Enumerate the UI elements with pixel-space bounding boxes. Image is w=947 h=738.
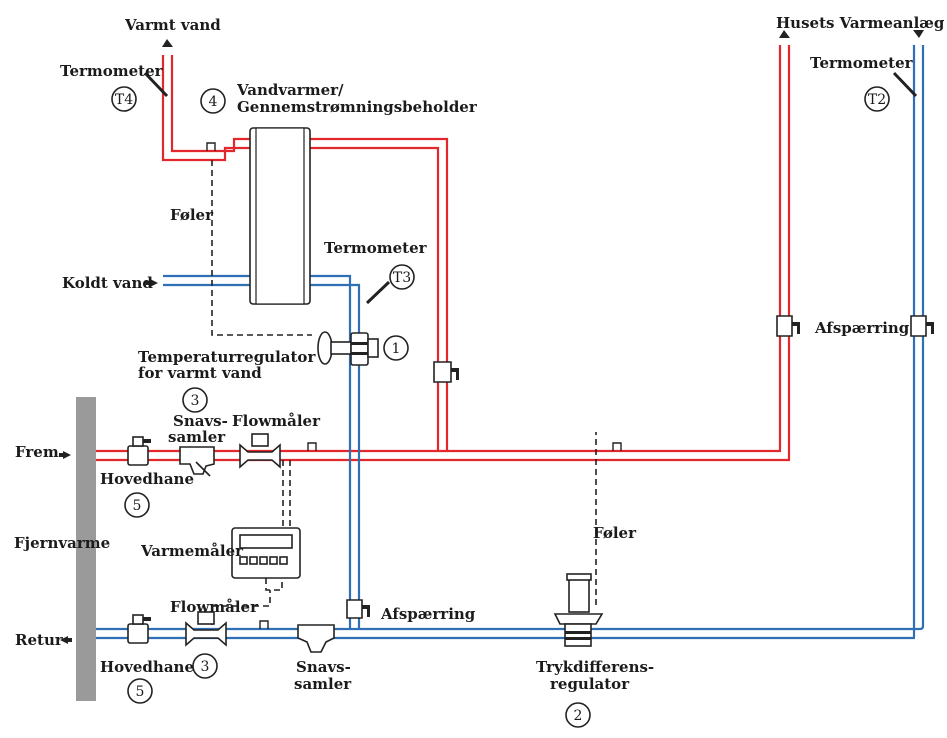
flow-arrows: [59, 30, 924, 644]
label-vandvarmer-2: Gennemstrømningsbeholder: [237, 98, 478, 116]
marker-t2-text: T2: [868, 92, 886, 108]
label-fjernvarme: Fjernvarme: [14, 534, 110, 552]
flow-meter-supply: [239, 433, 281, 469]
marker-t4-text: T4: [115, 92, 133, 108]
arrow-right-icon: [150, 279, 158, 287]
label-foler-right: Føler: [593, 524, 637, 542]
temperature-regulator: [317, 331, 379, 366]
marker-5-bottom: [127, 678, 153, 704]
arrow-down-icon: [913, 30, 924, 38]
marker-3-top-text: 3: [191, 393, 200, 409]
marker-4-text: 4: [209, 94, 218, 110]
label-snavssamler-top-2: samler: [168, 428, 226, 446]
label-trykdifferens-2: regulator: [550, 675, 630, 693]
marker-t3-text: T3: [393, 270, 411, 286]
label-snavssamler-bottom-2: samler: [294, 675, 352, 693]
label-hovedhane-top: Hovedhane: [100, 470, 194, 488]
marker-t4: [111, 86, 137, 112]
arrow-up-icon: [162, 39, 173, 47]
shutoff-valve-return-mid: [346, 599, 370, 619]
supply-pipes: [96, 45, 791, 462]
label-varmt-vand: Varmt vand: [124, 16, 221, 34]
marker-1: [383, 335, 409, 361]
arrow-left-icon: [60, 636, 68, 644]
label-hovedhane-bottom: Hovedhane: [100, 658, 194, 676]
marker-4: [200, 88, 226, 114]
flow-meter-return: [185, 611, 227, 647]
marker-5-bottom-text: 5: [136, 684, 145, 700]
marker-5-top-text: 5: [133, 498, 142, 514]
marker-3-top: [182, 387, 208, 413]
label-retur: Retur: [15, 631, 64, 649]
label-trykdifferens-1: Trykdifferens-: [536, 658, 654, 676]
pipe-taps: [206, 142, 622, 629]
marker-3-bottom: [192, 653, 218, 679]
shutoff-valve-hot-branch: [433, 361, 459, 383]
main-valve-return: [127, 614, 151, 644]
label-termometer-t4: Termometer: [60, 62, 164, 80]
callout-markers: T4 T2 T3 4 1 3 5 3 5 2: [111, 86, 890, 728]
label-frem: Frem: [15, 443, 59, 461]
label-temperaturregulator-1: Temperaturregulator: [138, 348, 316, 366]
marker-2-text: 2: [574, 708, 583, 724]
shutoff-valve-return-right: [910, 315, 934, 337]
return-pipes: [96, 45, 925, 640]
labels: Varmt vand Husets Varmeanlæg Termometer …: [14, 14, 945, 693]
dirt-collector-supply: [179, 446, 215, 477]
label-koldt-vand: Koldt vand: [62, 274, 153, 292]
label-snavssamler-bottom-1: Snavs-: [296, 658, 351, 676]
marker-t3: [389, 264, 415, 290]
label-termometer-t3: Termometer: [324, 239, 428, 257]
label-termometer-t2: Termometer: [810, 54, 914, 72]
label-varmemaaler: Varmemåler: [140, 542, 244, 560]
label-flowmaaler-top: Flowmåler: [232, 412, 321, 430]
label-afspaerring-mid: Afspærring: [380, 605, 476, 623]
label-temperaturregulator-2: for varmt vand: [138, 364, 262, 382]
label-afspaerring-right: Afspærring: [814, 319, 910, 337]
thermometers: [143, 71, 918, 305]
main-valve-supply: [127, 436, 151, 466]
shutoff-valve-supply-right: [776, 315, 800, 337]
label-snavssamler-top-1: Snavs-: [173, 412, 228, 430]
label-flowmaaler-bottom: Flowmåler: [170, 598, 259, 616]
marker-1-text: 1: [392, 341, 401, 357]
marker-2: [565, 702, 591, 728]
pressure-differential-regulator: [553, 573, 604, 647]
sensor-lines: [211, 160, 597, 625]
label-foler-left: Føler: [170, 206, 214, 224]
label-vandvarmer-1: Vandvarmer/: [236, 81, 344, 99]
heat-meter: [231, 527, 301, 579]
arrow-up-icon: [779, 30, 790, 38]
district-heating-bar: [76, 397, 96, 701]
water-heater: [249, 127, 311, 305]
marker-t2: [864, 86, 890, 112]
dirt-collector-return: [297, 624, 335, 653]
marker-3-bottom-text: 3: [201, 659, 210, 675]
arrow-right-icon: [63, 451, 71, 459]
label-husets-varmeanlaeg: Husets Varmeanlæg: [776, 14, 945, 32]
marker-5-top: [124, 492, 150, 518]
